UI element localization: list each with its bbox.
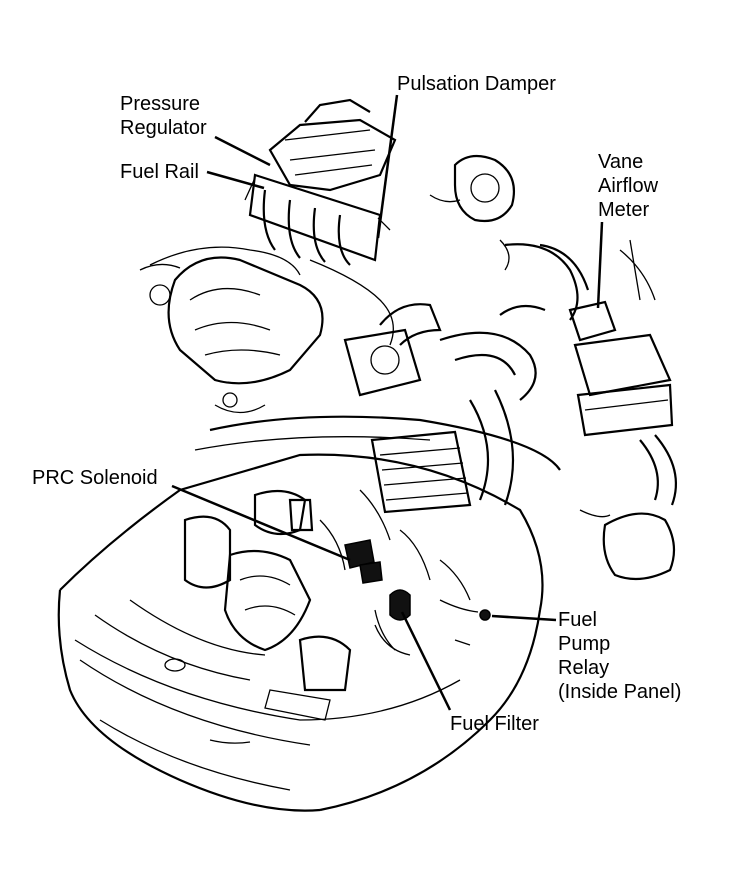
leader-lines xyxy=(171,94,604,711)
leader-prc-solenoid xyxy=(171,484,351,562)
leader-vane-airflow-meter xyxy=(596,221,604,309)
leader-pulsation-damper xyxy=(376,94,399,239)
label-pressure-regulator: Pressure Regulator xyxy=(120,93,207,139)
vehicle-front xyxy=(57,415,561,812)
label-vane-airflow-meter: Vane Airflow Meter xyxy=(598,151,659,221)
label-fuel-rail: Fuel Rail xyxy=(120,161,199,183)
leader-fuel-pump-relay xyxy=(491,614,557,622)
leader-pressure-regulator xyxy=(214,135,271,167)
leader-fuel-filter xyxy=(400,611,452,711)
label-fuel-pump-relay: Fuel Pump Relay (Inside Panel) xyxy=(558,609,682,703)
label-pulsation-damper: Pulsation Damper xyxy=(397,73,556,95)
label-fuel-filter: Fuel Filter xyxy=(450,713,539,735)
label-prc-solenoid: PRC Solenoid xyxy=(32,467,158,489)
engine-assembly xyxy=(139,98,677,581)
leader-fuel-rail xyxy=(206,170,265,190)
